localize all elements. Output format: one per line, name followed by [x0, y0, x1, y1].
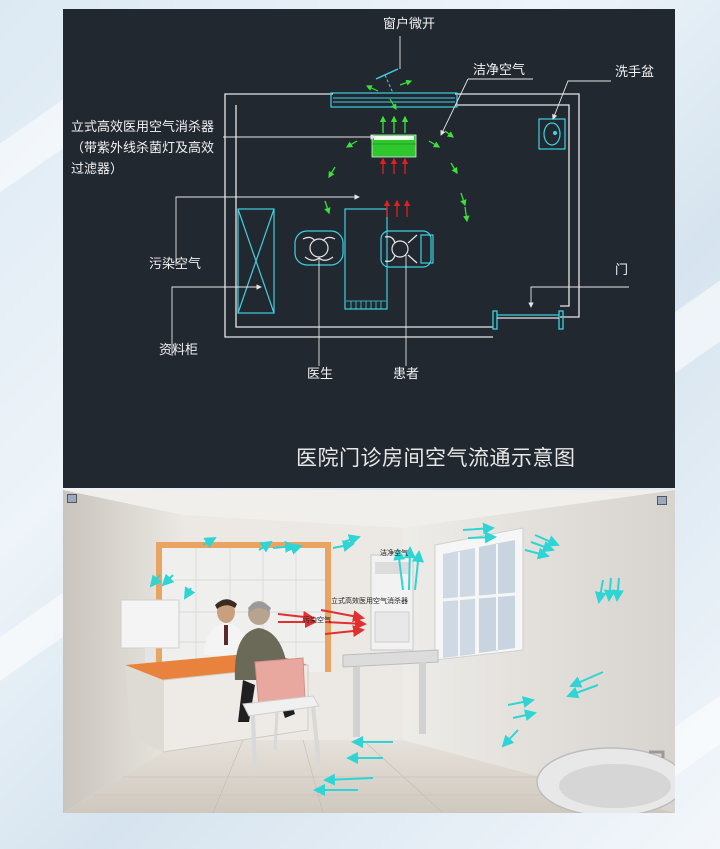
- scene-purifier-label: 立式高效医用空气消杀器: [331, 597, 408, 605]
- cabinet-label: 资料柜: [159, 343, 199, 358]
- clinic-room-illustration: [63, 490, 675, 813]
- airflow-diagram-drawing: [171, 36, 629, 366]
- circulation-airflow-arrows: [324, 130, 470, 223]
- patient-label: 患者: [393, 367, 420, 382]
- purifier-label: 立式高效医用空气消杀器（带紫外线杀菌灯及高效过滤器）: [71, 120, 215, 177]
- room-outer-wall: [224, 93, 580, 338]
- sink: [538, 118, 566, 150]
- desk: [344, 208, 388, 310]
- patient-figure: [380, 230, 434, 268]
- sink-label: 洗手盆: [615, 65, 655, 80]
- door: [492, 310, 564, 330]
- ceiling: [63, 490, 675, 528]
- sink: [536, 747, 675, 813]
- doctor-label: 医生: [307, 367, 334, 382]
- polluted-air-label: 污染空气: [149, 257, 202, 272]
- computer-monitor: [120, 599, 180, 662]
- clean-air-label: 洁净空气: [473, 63, 526, 78]
- polluted-airflow-arrows: [277, 609, 367, 638]
- doctor-figure: [203, 599, 249, 655]
- scene-clean-air-label: 洁净空气: [380, 549, 408, 557]
- label-leader-lines: [171, 36, 629, 366]
- window: [434, 527, 524, 661]
- floor-tiles: [93, 739, 603, 813]
- window-frame: [330, 68, 458, 108]
- airflow-diagram-panel: 窗户微开 洁净空气 洗手盆 立式高效医用空气消杀器（带紫外线杀菌灯及高效过滤器）…: [63, 9, 675, 488]
- window-airflow-arrows: [365, 79, 413, 111]
- document-cabinet: [237, 208, 275, 314]
- air-purifier-unit: [371, 134, 417, 158]
- side-table: [342, 649, 439, 737]
- clean-airflow-arrows: [149, 522, 624, 796]
- diagram-title: 医院门诊房间空气流通示意图: [296, 446, 576, 470]
- scene-corner-icon: [67, 494, 77, 503]
- window-label: 窗户微开: [383, 17, 436, 32]
- door-label: 门: [615, 263, 629, 278]
- scene-polluted-air-label: 污染空气: [303, 616, 331, 624]
- purifier-output-arrows: [379, 115, 409, 133]
- patient-chair: [242, 657, 321, 776]
- purifier-intake-arrows: [379, 157, 411, 217]
- clinic-room-render: 洁净空气 立式高效医用空气消杀器 污染空气: [63, 490, 675, 813]
- scene-corner-icon: [657, 496, 667, 505]
